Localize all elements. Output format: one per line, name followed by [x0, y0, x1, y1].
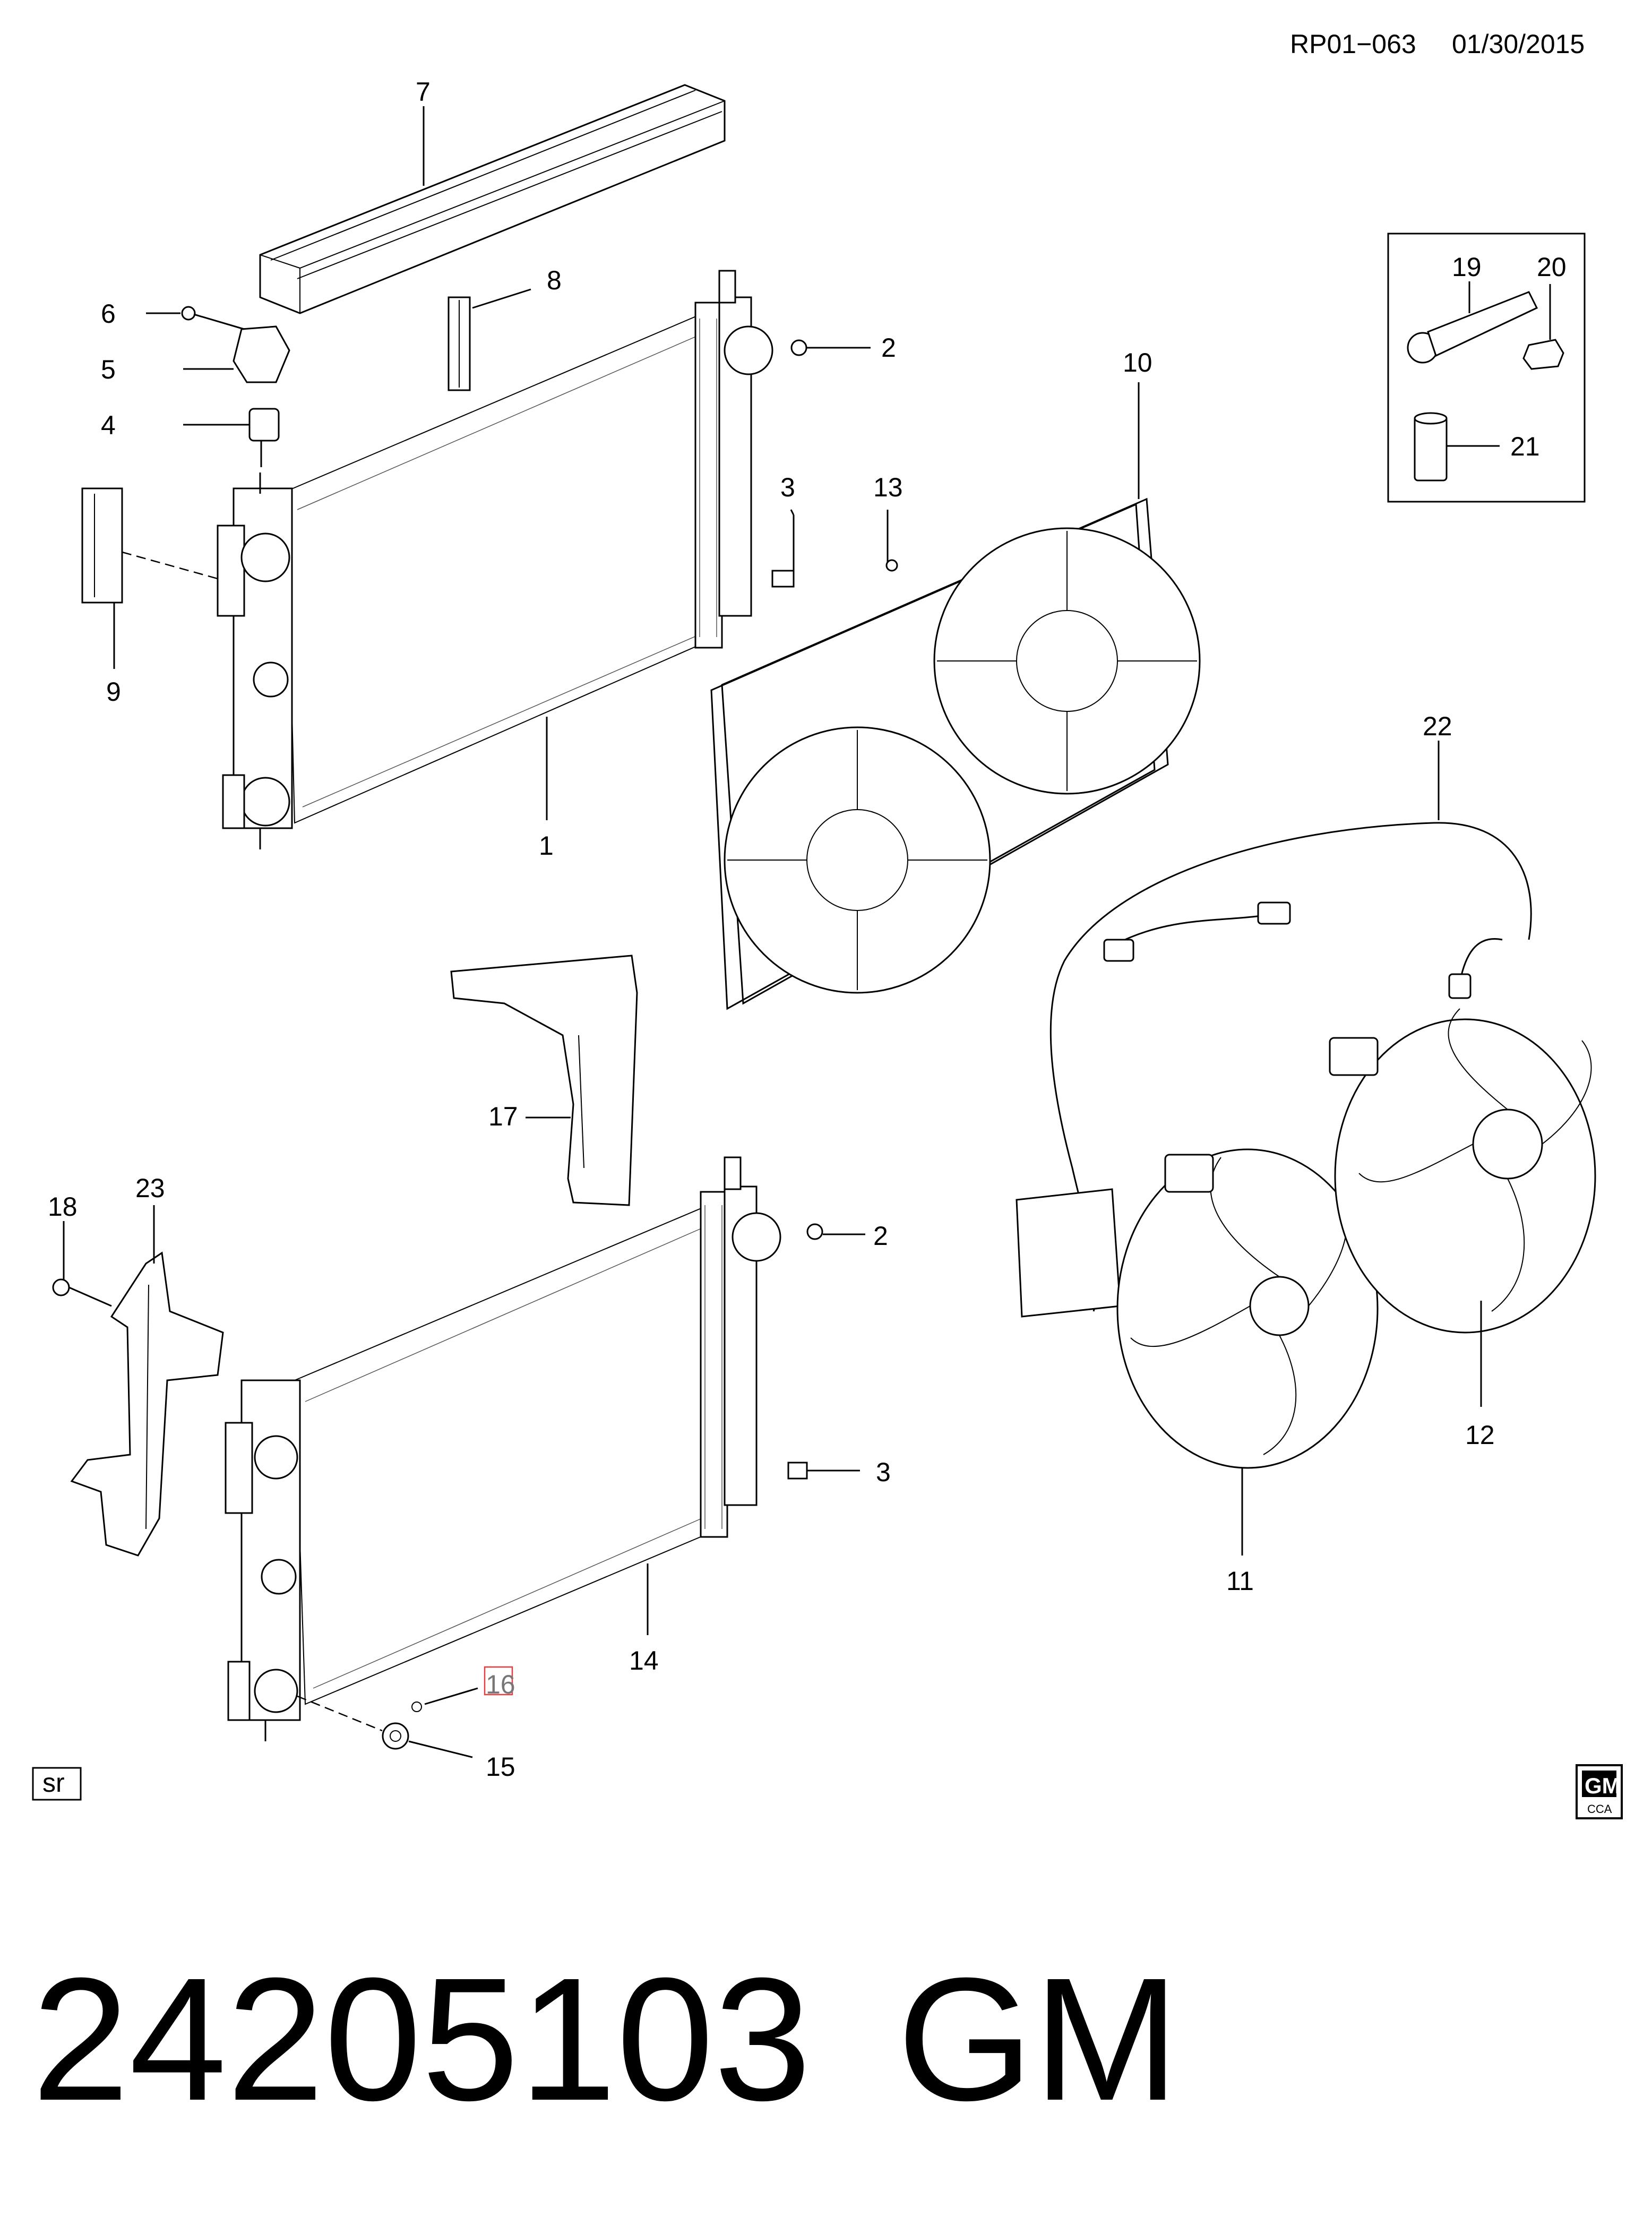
callout-12: 12	[1465, 1420, 1495, 1450]
insulator-part-15	[297, 1695, 473, 1758]
callout-7: 7	[416, 77, 431, 107]
bolt-part-19	[1407, 281, 1538, 364]
nut-part-20	[1522, 284, 1564, 370]
callout-labels: 1 2 2 3 3 4 5 6 7 8 9 10 11 12 13 14 15 …	[48, 77, 1567, 1782]
radiator-upper-part-1	[217, 270, 773, 849]
callout-2-lower: 2	[873, 1221, 888, 1251]
fan-shroud-part-10	[710, 382, 1201, 1010]
footer: 24205103 GM	[32, 1941, 1180, 2137]
doc-id: RP01−063	[1290, 29, 1416, 59]
callout-4: 4	[101, 410, 116, 440]
clip-part-18	[52, 1221, 112, 1307]
bolt-part-2-upper	[790, 339, 871, 356]
callout-3-upper: 3	[780, 472, 795, 502]
gm-logo: GM CCA	[1576, 1764, 1623, 1819]
fan-part-11	[1116, 1148, 1379, 1556]
part-number: 24205103	[32, 1941, 811, 2137]
callout-9: 9	[106, 677, 121, 707]
drain-plug-part-3-lower	[787, 1462, 860, 1480]
callout-18: 18	[48, 1192, 78, 1222]
gm-logo-sub: CCA	[1587, 1802, 1612, 1816]
upper-bracket-part-5	[183, 325, 290, 383]
callout-11: 11	[1226, 1566, 1254, 1596]
spacer-part-21	[1414, 412, 1500, 482]
upper-air-baffle-part-7	[259, 84, 726, 314]
side-baffle-part-23	[70, 1205, 224, 1557]
callout-16-highlight-box	[484, 1666, 513, 1696]
brand-name: GM	[897, 1941, 1180, 2137]
callout-6: 6	[101, 299, 116, 329]
clip-part-16	[411, 1687, 478, 1712]
callout-20: 20	[1537, 252, 1567, 282]
callout-3-lower: 3	[876, 1457, 891, 1487]
callout-5: 5	[101, 355, 116, 384]
fastener-inset-box	[1387, 233, 1586, 503]
callout-14: 14	[629, 1646, 659, 1675]
bolt-part-2-lower	[806, 1223, 865, 1240]
gm-logo-letters: GM	[1585, 1773, 1621, 1798]
upper-insulator-part-4	[183, 408, 280, 467]
callout-13: 13	[873, 472, 903, 502]
drain-plug-part-3-upper	[771, 509, 795, 588]
radiator-lower-part-14	[225, 1156, 781, 1741]
callout-1: 1	[539, 831, 554, 861]
header: RP01−063 01/30/2015	[1290, 29, 1585, 59]
callout-10: 10	[1123, 348, 1152, 377]
callout-15: 15	[486, 1752, 515, 1782]
callout-17: 17	[488, 1102, 518, 1131]
callout-19: 19	[1452, 252, 1482, 282]
sr-label-box: sr	[32, 1767, 82, 1801]
clip-part-13	[885, 510, 898, 572]
callout-21: 21	[1510, 432, 1540, 461]
fan-part-12	[1329, 1008, 1596, 1407]
callout-23: 23	[135, 1173, 165, 1203]
air-deflector-part-17	[450, 955, 638, 1206]
callout-22: 22	[1423, 711, 1452, 741]
sr-label: sr	[42, 1768, 65, 1798]
bolt-part-6	[146, 306, 245, 330]
wiring-harness-part-22	[1016, 741, 1532, 1318]
callout-16: 16	[486, 1670, 515, 1699]
callout-2-upper: 2	[881, 333, 896, 363]
doc-date: 01/30/2015	[1452, 29, 1585, 59]
seal-part-8	[448, 288, 531, 391]
side-seal-part-9	[81, 487, 218, 669]
callout-8: 8	[547, 265, 562, 295]
